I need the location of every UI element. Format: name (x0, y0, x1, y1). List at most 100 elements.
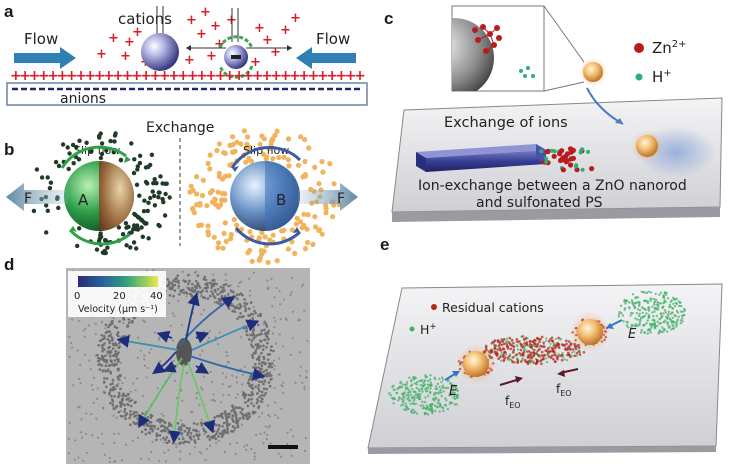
svg-text:+: + (150, 68, 162, 84)
feo-right-label: fEO (556, 382, 572, 398)
panel-d-label: d (4, 255, 14, 274)
colorbar (78, 276, 158, 287)
colorbar-tick-0: 0 (74, 291, 80, 302)
feo-left-label: fEO (505, 394, 521, 410)
svg-text:+: + (205, 68, 217, 84)
svg-text:+: + (75, 68, 87, 84)
substrate-plate-e (367, 283, 723, 449)
svg-text:+: + (261, 68, 273, 84)
svg-text:+: + (243, 68, 255, 84)
surface-cation-row: ++++++++++++++++++++++++++++++++++++++ (10, 68, 366, 84)
svg-text:+: + (38, 68, 50, 84)
svg-text:+: + (345, 68, 357, 84)
colorbar-label: Velocity (μm s⁻¹) (78, 304, 158, 315)
panel-a-label: a (4, 2, 14, 21)
svg-text:+: + (94, 68, 106, 84)
sphere-b: B (230, 146, 302, 246)
svg-text:+: + (196, 68, 208, 84)
svg-text:+: + (280, 23, 291, 38)
caption-line-2: and sulfonated PS (476, 195, 603, 211)
svg-text:+: + (168, 68, 180, 84)
svg-text:+: + (186, 13, 197, 28)
anions-label: anions (60, 91, 106, 107)
panel-a: a cations ++++++++++++++++++++ Flow Flow… (4, 2, 368, 107)
tracer-trajectories (116, 292, 266, 444)
h-legend-dot (635, 73, 643, 81)
sphere-a: A (60, 145, 134, 246)
inset-h-ions (519, 66, 535, 78)
flow-right-arrow (296, 47, 356, 69)
e-field-left-label: E (449, 384, 458, 399)
svg-text:+: + (336, 68, 348, 84)
ps-sphere-e-right (577, 319, 603, 345)
cation-plus-signs: ++++++++++++++++++++ (96, 5, 301, 70)
sphere-a-label: A (78, 191, 89, 209)
force-right-arrow (298, 183, 358, 211)
svg-text:+: + (122, 68, 134, 84)
residual-legend-dot (431, 304, 437, 310)
svg-text:+: + (326, 68, 338, 84)
zn-legend-dot (634, 43, 644, 53)
panel-c: c Zn2+ H+ Exchange of ions (384, 5, 723, 222)
svg-text:+: + (19, 68, 31, 84)
colorbar-tick-40: 40 (150, 291, 163, 302)
force-left-label: F (24, 191, 32, 207)
svg-text:+: + (108, 31, 119, 46)
svg-text:+: + (280, 68, 292, 84)
svg-text:+: + (214, 37, 225, 52)
svg-text:+: + (250, 55, 261, 70)
h-legend-label: H+ (652, 68, 672, 86)
cations-label: cations (118, 10, 172, 28)
svg-text:+: + (254, 21, 265, 36)
svg-text:+: + (289, 68, 301, 84)
svg-text:+: + (308, 68, 320, 84)
svg-text:+: + (252, 68, 264, 84)
ps-sphere-e-left (463, 351, 489, 377)
e-field-right-label: E (628, 327, 637, 342)
sphere-b-label: B (276, 191, 286, 209)
svg-text:+: + (112, 68, 124, 84)
svg-text:+: + (10, 68, 22, 84)
svg-text:+: + (47, 68, 59, 84)
flow-right-label: Flow (316, 30, 350, 48)
large-particle (141, 33, 179, 71)
svg-text:+: + (262, 33, 273, 48)
svg-text:+: + (84, 68, 96, 84)
released-ions (539, 146, 595, 173)
panel-c-label: c (384, 9, 393, 28)
h-legend-dot-e (409, 326, 415, 332)
svg-text:+: + (298, 68, 310, 84)
svg-text:+: + (290, 11, 301, 26)
svg-text:+: + (57, 68, 69, 84)
svg-text:+: + (66, 68, 78, 84)
svg-text:+: + (206, 49, 217, 64)
panel-b: b Exchange Slip flow Slip flow A B F (4, 120, 358, 265)
svg-text:+: + (215, 68, 227, 84)
svg-text:+: + (96, 47, 107, 62)
svg-text:+: + (120, 49, 131, 64)
colorbar-tick-20: 20 (113, 291, 126, 302)
dark-ion-cloud (31, 131, 172, 256)
force-left-arrow (6, 183, 68, 211)
svg-text:+: + (131, 68, 143, 84)
h-legend-label-e: H+ (420, 322, 437, 337)
svg-text:+: + (270, 45, 281, 60)
force-right-label: F (337, 191, 345, 207)
ps-sphere-top (583, 62, 603, 82)
svg-text:+: + (124, 35, 135, 50)
svg-text:+: + (159, 68, 171, 84)
svg-text:+: + (317, 68, 329, 84)
panel-d: d 0 20 40 Velocity (μm s⁻¹) (4, 255, 310, 464)
zno-nanorod (416, 144, 546, 172)
panel-b-label: b (4, 140, 14, 159)
scale-bar (268, 445, 298, 449)
svg-text:+: + (210, 19, 221, 34)
svg-text:+: + (270, 68, 282, 84)
svg-text:+: + (233, 68, 245, 84)
svg-text:+: + (103, 68, 115, 84)
svg-text:+: + (226, 13, 237, 28)
flow-left-label: Flow (24, 30, 58, 48)
svg-text:+: + (354, 68, 366, 84)
caption-line-1: Ion-exchange between a ZnO nanorod (418, 178, 687, 194)
flow-left-arrow (14, 47, 76, 69)
